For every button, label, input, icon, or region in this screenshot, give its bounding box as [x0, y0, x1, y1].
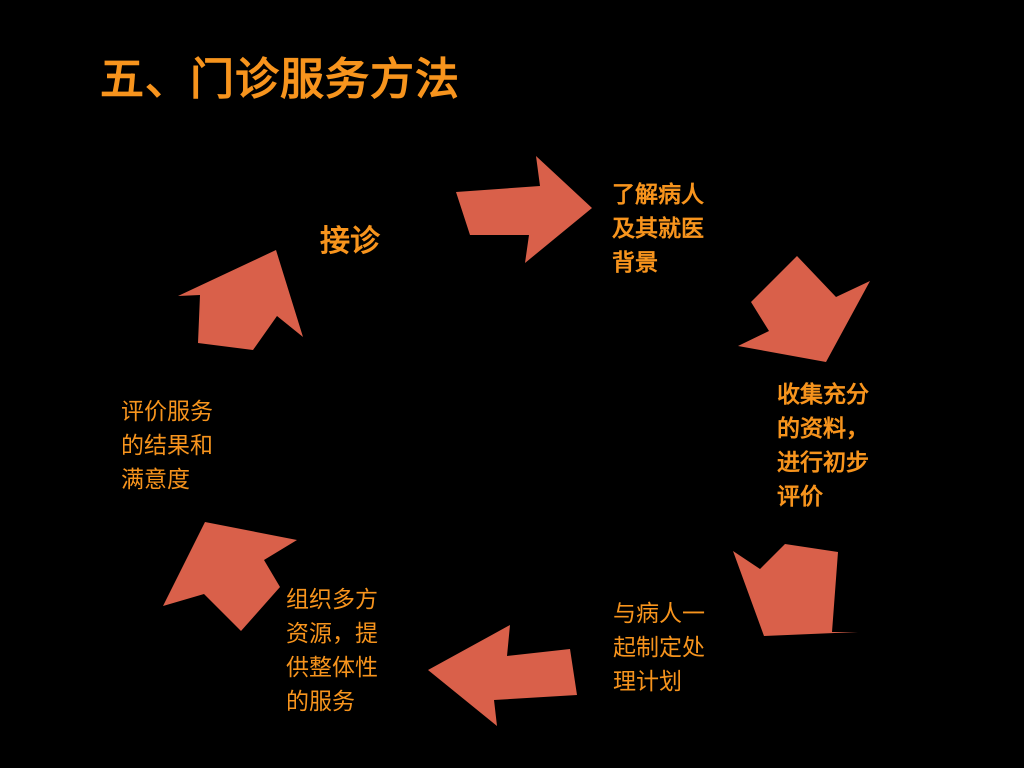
cycle-arrow-upper-right [738, 256, 870, 362]
step-plan-together: 与病人一 起制定处 理计划 [613, 601, 705, 695]
step-evaluate-satisfaction: 评价服务 的结果和 满意度 [121, 399, 213, 493]
step-organize-resources: 组织多方 资源，提 供整体性 的服务 [286, 587, 378, 715]
step-understand-background: 了解病人 及其就医 背景 [612, 182, 704, 276]
cycle-arrow-lower-left [163, 522, 297, 631]
cycle-arrow-top [456, 156, 592, 263]
cycle-arrow-lower-right [733, 544, 858, 636]
step-collect-assess: 收集充分 的资料， 进行初步 评价 [777, 382, 869, 510]
step-reception: 接诊 [320, 224, 380, 259]
cycle-arrow-upper-left [178, 250, 303, 350]
slide-title: 五、门诊服务方法 [100, 54, 460, 105]
cycle-arrow-bottom [428, 625, 577, 726]
